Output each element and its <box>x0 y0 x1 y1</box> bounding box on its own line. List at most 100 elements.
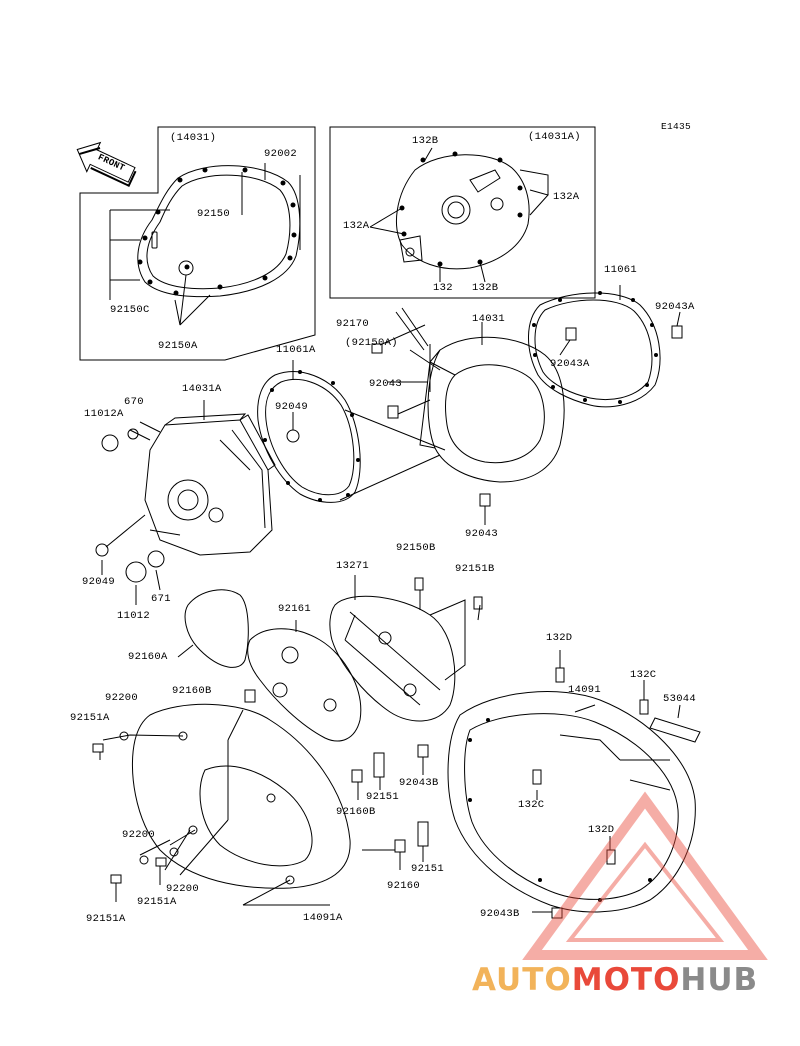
inset-box-14031a <box>329 126 596 299</box>
label-92161: 92161 <box>278 603 312 615</box>
seal-92049-1 <box>286 429 300 443</box>
label-92002: 92002 <box>264 148 298 160</box>
label-14091a: 14091A <box>303 912 343 924</box>
label-92043a-1: 92043A <box>655 301 695 313</box>
dowel-92043-1 <box>387 405 399 419</box>
label-132b-top: 132B <box>412 135 439 147</box>
inset-box-14031 <box>79 126 316 361</box>
label-11012a: 11012A <box>84 408 124 420</box>
label-92151a-1: 92151A <box>70 712 110 724</box>
label-92043b-1: 92043B <box>399 777 439 789</box>
plug-11012a <box>101 434 119 452</box>
label-92043b-2: 92043B <box>480 908 520 920</box>
plug-11012 <box>125 561 147 583</box>
cover-14031a-inset <box>395 154 530 270</box>
rubber-92160b-2 <box>351 769 363 783</box>
label-92151b: 92151B <box>455 563 495 575</box>
rubber-92160 <box>394 839 406 853</box>
rubber-92160b-1 <box>244 689 256 703</box>
label-92049-1: 92049 <box>275 401 309 413</box>
bolt-92151a-3 <box>110 874 122 884</box>
front-arrow-icon <box>76 141 137 188</box>
label-14031-box: (14031) <box>170 132 217 144</box>
label-92151a-3: 92151A <box>86 913 126 925</box>
label-53044: 53044 <box>663 693 697 705</box>
label-92170: 92170 <box>336 318 370 330</box>
label-92200-2: 92200 <box>122 829 156 841</box>
watermark-part-hub: HUB <box>680 962 759 998</box>
bolt-92151b <box>473 596 483 610</box>
bolt-132d-2 <box>606 849 616 865</box>
label-92151-1: 92151 <box>366 791 400 803</box>
label-670: 670 <box>124 396 144 408</box>
watermark-part-moto: MOTO <box>571 962 681 998</box>
collar-92151-1 <box>373 752 385 778</box>
label-92150b: 92150B <box>396 542 436 554</box>
label-11012: 11012 <box>117 610 151 622</box>
gasket-92002 <box>137 165 301 298</box>
watermark-logo: AUTOMOTOHUB <box>472 962 758 998</box>
plate-92160a <box>184 589 249 668</box>
label-132d-2: 132D <box>588 824 615 836</box>
cover-14091 <box>447 691 696 913</box>
washer-92200-1 <box>119 731 129 741</box>
dowel-92043b-2 <box>551 907 563 919</box>
bolt-92151a-1 <box>92 743 104 753</box>
label-132: 132 <box>433 282 453 294</box>
label-14031: 14031 <box>472 313 506 325</box>
oring-670 <box>127 428 139 440</box>
dowel-92043-2 <box>479 493 491 507</box>
label-92150c: 92150C <box>110 304 150 316</box>
label-92151a-2: 92151A <box>137 896 177 908</box>
collar-92151-2 <box>417 821 429 847</box>
label-132a-left: 132A <box>343 220 370 232</box>
washer-92200-3 <box>169 847 179 857</box>
label-92150a: 92150A <box>158 340 198 352</box>
label-92200-1: 92200 <box>105 692 139 704</box>
label-13271: 13271 <box>336 560 370 572</box>
label-14031a-box: (14031A) <box>528 131 581 143</box>
bolt-92150b <box>414 577 424 591</box>
gasket-11061a <box>257 371 361 503</box>
label-92160b-2: 92160B <box>336 806 376 818</box>
label-92151-2: 92151 <box>411 863 445 875</box>
label-92160: 92160 <box>387 880 421 892</box>
bolt-92150a-head <box>371 343 383 354</box>
label-92049-2: 92049 <box>82 576 116 588</box>
label-132a-right: 132A <box>553 191 580 203</box>
bolt-132c-2 <box>532 769 542 785</box>
label-14091: 14091 <box>568 684 602 696</box>
label-92043-1: 92043 <box>369 378 403 390</box>
label-132c-2: 132C <box>518 799 545 811</box>
gasket-92002-holes <box>137 167 297 296</box>
label-92043a-2: 92043A <box>550 358 590 370</box>
insulator-92161 <box>247 628 362 742</box>
bolt-92151a-2 <box>155 857 167 867</box>
label-132c-1: 132C <box>630 669 657 681</box>
label-92200-3: 92200 <box>166 883 200 895</box>
label-671: 671 <box>151 593 171 605</box>
label-132b-bot: 132B <box>472 282 499 294</box>
seal-92049-2 <box>95 543 109 557</box>
dowel-92043b-1 <box>417 744 429 758</box>
label-92160a: 92160A <box>128 651 168 663</box>
washer-92200-2 <box>139 855 149 865</box>
diagram-code: E1435 <box>661 121 692 132</box>
label-14031a: 14031A <box>182 383 222 395</box>
oring-671 <box>147 550 165 568</box>
bolt-132d-1 <box>555 667 565 683</box>
cover-14091a <box>131 703 351 889</box>
bolt-92170 <box>395 307 429 351</box>
dowel-92043a-1 <box>565 327 577 341</box>
label-92160b-1: 92160B <box>172 685 212 697</box>
cover-14031 <box>419 336 565 483</box>
plate-13271 <box>329 595 456 722</box>
bolt-132c-1 <box>639 699 649 715</box>
rod-53044 <box>649 717 701 743</box>
label-92150a-paren: (92150A) <box>345 337 398 349</box>
label-132d-1: 132D <box>546 632 573 644</box>
dowel-92043a-2 <box>671 325 683 339</box>
label-92043-2: 92043 <box>465 528 499 540</box>
